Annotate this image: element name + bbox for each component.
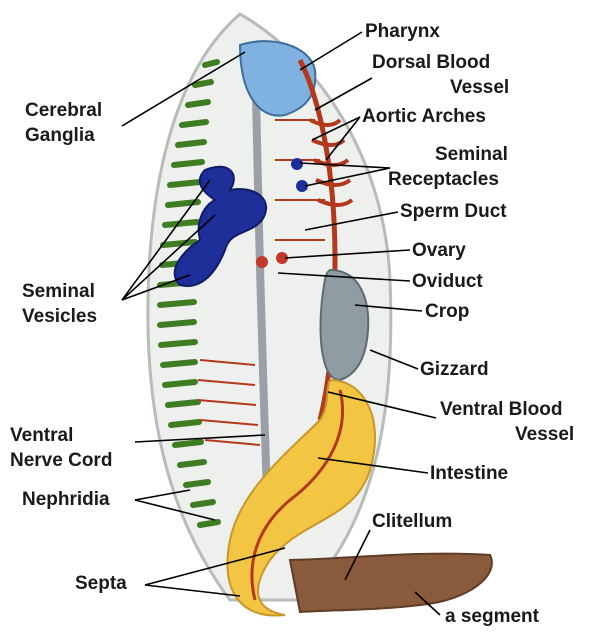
label-seminal-vesicles-line2: Vesicles — [22, 305, 97, 329]
label-dorsal-blood-vessel-line1: Dorsal Blood — [372, 51, 490, 75]
label-dorsal-blood-vessel-line2: Vessel — [450, 76, 509, 100]
label-aortic-arches: Aortic Arches — [362, 105, 486, 129]
clitellum-tail — [290, 554, 492, 612]
label-seminal-receptacles-line2: Receptacles — [388, 168, 499, 192]
label-clitellum: Clitellum — [372, 510, 452, 534]
label-ovary: Ovary — [412, 239, 466, 263]
label-seminal-receptacles-line1: Seminal — [435, 143, 508, 167]
label-ventral-nerve-cord-line2: Nerve Cord — [10, 449, 112, 473]
label-ventral-nerve-cord-line1: Ventral — [10, 424, 73, 448]
seminal-receptacle-1 — [291, 158, 303, 170]
label-sperm-duct: Sperm Duct — [400, 200, 507, 224]
label-septa: Septa — [75, 572, 127, 596]
label-seminal-vesicles-line1: Seminal — [22, 280, 95, 304]
label-crop: Crop — [425, 300, 469, 324]
leader-pharynx — [300, 32, 362, 70]
label-cerebral-ganglia-line2: Ganglia — [25, 124, 95, 148]
label-pharynx: Pharynx — [365, 20, 440, 44]
label-gizzard: Gizzard — [420, 358, 489, 382]
label-cerebral-ganglia-line1: Cerebral — [25, 99, 102, 123]
label-ventral-blood-vessel-line2: Vessel — [515, 423, 574, 447]
label-intestine: Intestine — [430, 462, 508, 486]
label-ventral-blood-vessel-line1: Ventral Blood — [440, 398, 562, 422]
label-oviduct: Oviduct — [412, 270, 483, 294]
label-nephridia: Nephridia — [22, 488, 110, 512]
label-a-segment: a segment — [445, 605, 539, 629]
ovary-1 — [256, 256, 268, 268]
